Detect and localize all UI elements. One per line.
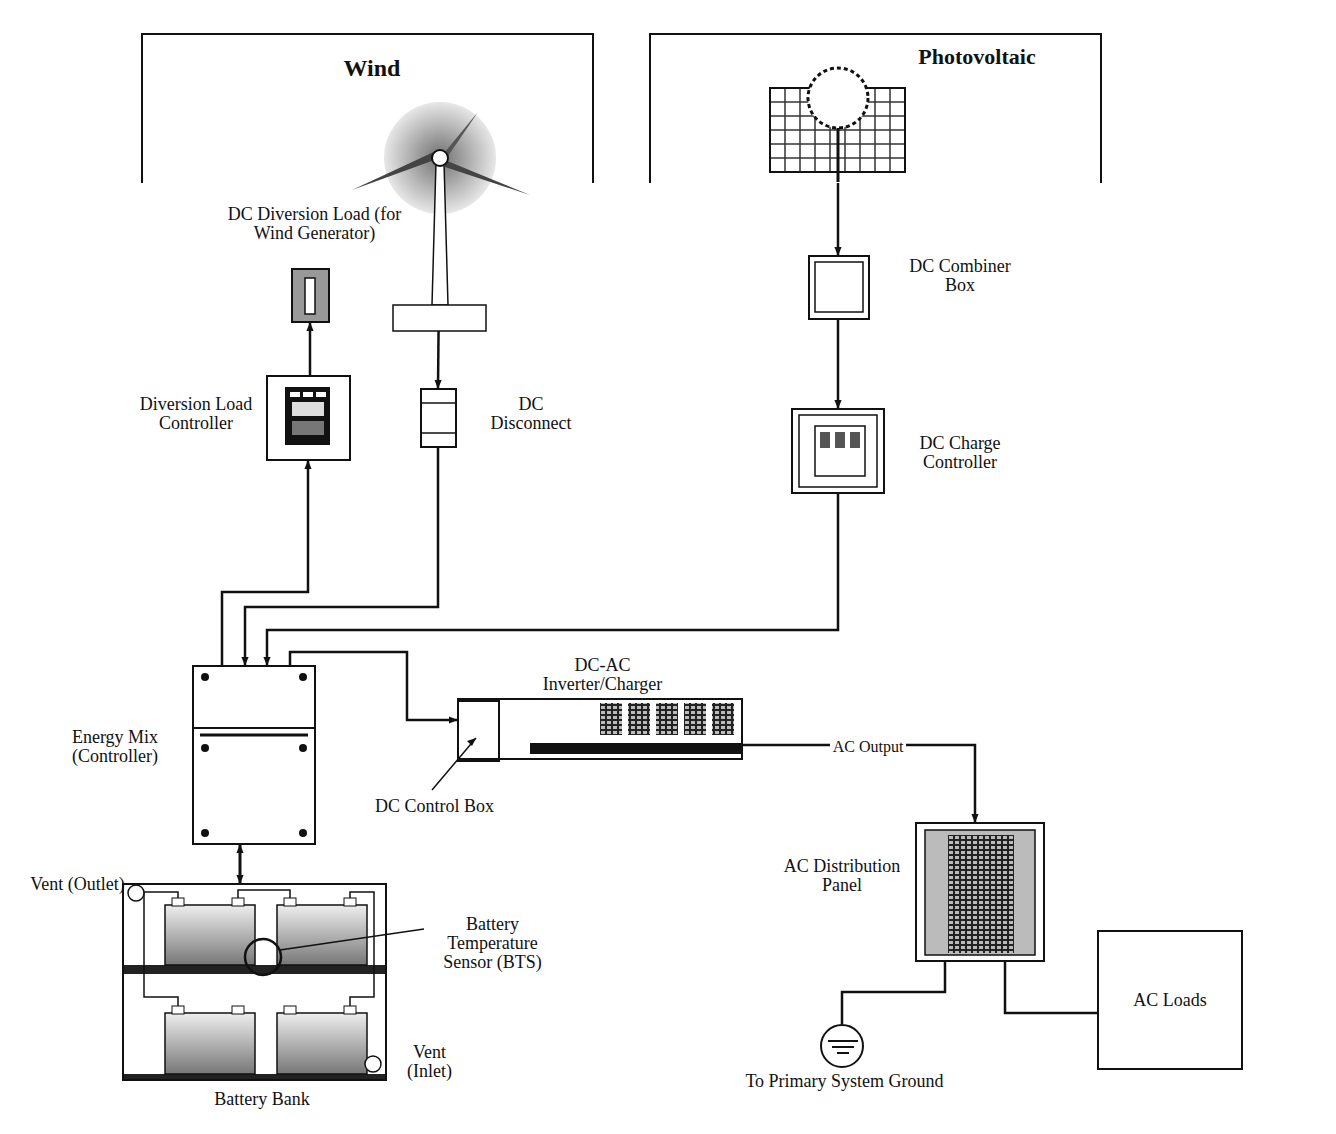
inverter-charger: DC-AC Inverter/ChargerDC Control Box (457, 698, 743, 760)
ground-symbol (828, 1041, 858, 1053)
region-box: Wind (141, 33, 594, 183)
wire-connector (245, 448, 438, 665)
wire-connector (267, 494, 838, 665)
wire-connector (1005, 962, 1097, 1013)
node-label: AC Loads (1099, 991, 1241, 1010)
callout-label: Vent (Inlet) (392, 1043, 467, 1081)
node-label: AC Distribution Panel (782, 857, 902, 895)
controller-box: Diversion Load Controller (266, 375, 351, 461)
callout-label: Battery Temperature Sensor (BTS) (425, 915, 560, 972)
connector-label: AC Output (830, 738, 907, 755)
control-box: DC Control Box (457, 700, 500, 762)
wire-connector (222, 461, 308, 665)
battery-bank-detail (122, 885, 387, 1081)
wire-connector (842, 962, 945, 1024)
solar-panel (770, 68, 905, 182)
wire-connector (837, 183, 840, 255)
wire-connector (743, 745, 975, 822)
node-label: DC Charge Controller (900, 434, 1020, 472)
leader-line (432, 738, 476, 790)
node-label: Diversion Load Controller (132, 395, 260, 433)
diversion-load-icon (291, 268, 330, 323)
node-label: Photovoltaic (882, 44, 1072, 70)
diversion-load: DC Diversion Load (for Wind Generator) (291, 268, 330, 323)
node-label: Energy Mix (Controller) (50, 728, 180, 766)
region-box: Photovoltaic (649, 33, 1102, 183)
wire-connector (309, 323, 312, 375)
load-box: AC Loads (1097, 930, 1243, 1070)
node-label: DC Control Box (347, 797, 522, 816)
node-label: Wind (322, 54, 422, 82)
breaker-panel (925, 830, 1035, 955)
node-label: DC Combiner Box (905, 257, 1015, 295)
leader-line (280, 929, 424, 950)
wire-connector (239, 845, 242, 883)
battery-bank: Battery Bank (122, 883, 387, 1081)
energy-mix-controller: Energy Mix (Controller) (192, 665, 316, 845)
controller-housing (192, 673, 316, 837)
inverter-detail (530, 703, 743, 754)
node-label: DC-AC Inverter/Charger (515, 656, 690, 694)
node-label: DC Diversion Load (for Wind Generator) (207, 205, 422, 243)
callout-label: Vent (Outlet) (30, 875, 125, 894)
node-label: To Primary System Ground (737, 1072, 952, 1091)
ground-terminal: To Primary System Ground (820, 1024, 864, 1068)
controller-display (285, 387, 330, 445)
node-label: Battery Bank (187, 1090, 337, 1109)
charge-controller: DC Charge Controller (791, 408, 885, 494)
combiner-box: DC Combiner Box (808, 255, 870, 320)
distribution-panel: AC Distribution Panel (915, 822, 1045, 962)
disconnect-switch: DC Disconnect (420, 388, 457, 448)
node-label: DC Disconnect (476, 395, 586, 433)
wire-connector (837, 320, 840, 408)
